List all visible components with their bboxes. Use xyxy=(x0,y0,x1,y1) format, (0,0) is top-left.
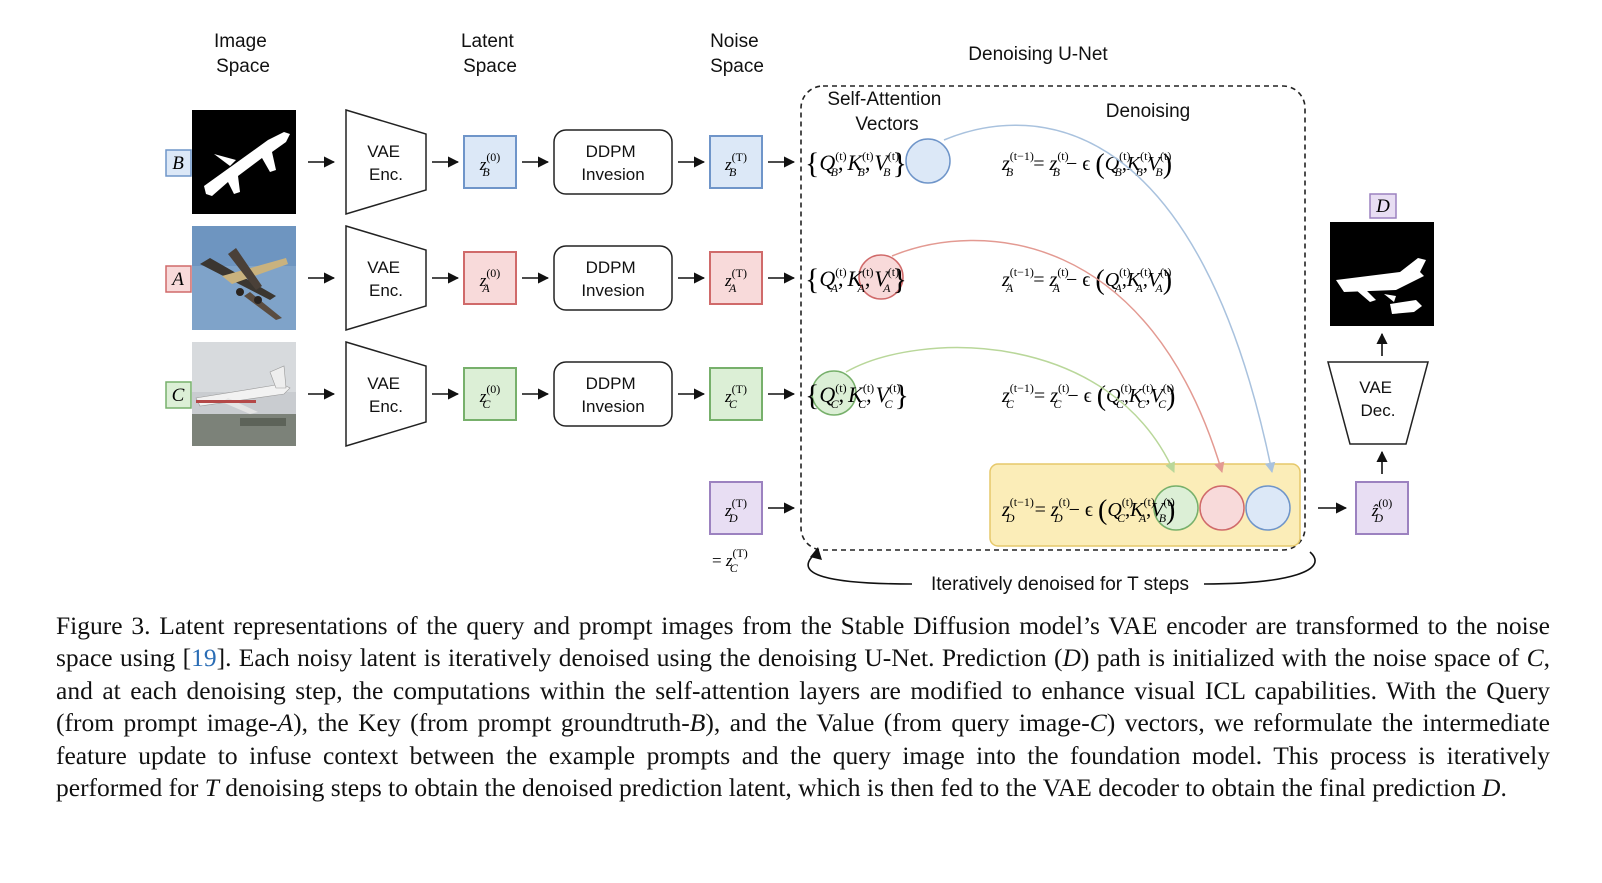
caption-part-1: Figure 3. Latent representations of the … xyxy=(56,611,1550,673)
caption-part-4: , and at each denoising step, the comput… xyxy=(56,643,1550,738)
unet-region xyxy=(800,85,1306,551)
caption-sym-d: D xyxy=(1062,643,1081,673)
vae-enc-c xyxy=(345,340,427,448)
latent-d-hat-label: ẑ(0)D xyxy=(1371,496,1393,525)
ddpm-a-label: DDPM Invesion xyxy=(581,258,644,300)
header-denoising: Denoising xyxy=(1106,101,1191,122)
image-b-plane-mask xyxy=(192,110,296,214)
row-a: A VAE Enc. z(0)A DDPM Invesion z(T)A xyxy=(165,224,1172,332)
ddpm-c-label: DDPM Invesion xyxy=(581,374,644,416)
noise-a xyxy=(709,251,763,305)
caption-part-2: ]. Each noisy latent is iteratively deno… xyxy=(216,643,1063,673)
latent-a xyxy=(463,251,517,305)
row-c: C VAE Enc. z(0)C DDPM Invesion z(T)C xyxy=(165,340,1175,448)
loop-arrow-head xyxy=(810,547,822,560)
figure-caption: Figure 3. Latent representations of the … xyxy=(56,610,1550,804)
citation-link[interactable]: 19 xyxy=(191,643,217,673)
vae-enc-a-label: VAE Enc. xyxy=(367,258,405,300)
label-a-box xyxy=(165,265,192,293)
attention-c: {Q(t)C,K(t)C,V(t)C} xyxy=(805,379,909,412)
header-latent-space: Latent Space xyxy=(461,31,519,77)
loop-label: Iteratively denoised for T steps xyxy=(931,574,1189,595)
header-self-attention: Self-Attention Vectors xyxy=(827,89,946,135)
latent-b-label: z(0)B xyxy=(479,150,501,179)
header-image-space: Image Space xyxy=(214,31,272,77)
caption-sym-d-2: D xyxy=(1482,773,1501,803)
init-note: = z(T)C xyxy=(712,546,748,575)
equation-d: z(t−1)D= z(t)D− ϵ (Q(t)C,K(t)A,V(t)B) xyxy=(1001,495,1175,526)
caption-sym-t: T xyxy=(204,773,219,803)
label-a: A xyxy=(170,269,184,290)
highlight-v-b xyxy=(905,138,951,184)
caption-sym-a: A xyxy=(277,708,294,738)
attention-a: {Q(t)A,K(t)A,V(t)A} xyxy=(805,263,907,296)
attn-arrow-b xyxy=(943,124,1276,474)
highlight-k-a xyxy=(858,254,904,300)
vae-enc-b xyxy=(345,108,427,216)
caption-part-5: ), the Key (from prompt groundtruth- xyxy=(293,708,690,738)
caption-part-6: ), and the Value (from query image- xyxy=(705,708,1090,738)
latent-d-hat xyxy=(1355,481,1409,535)
label-b-box xyxy=(165,149,192,177)
image-d-prediction-mask xyxy=(1330,222,1434,326)
highlight-v-b-final xyxy=(1245,485,1291,531)
ddpm-a xyxy=(553,245,673,311)
attention-b: {Q(t)B,K(t)B,V(t)B} xyxy=(805,147,907,180)
pipeline-diagram: Image Space Latent Space Noise Space Den… xyxy=(165,31,1434,595)
latent-a-label: z(0)A xyxy=(479,266,501,295)
vae-enc-b-label: VAE Enc. xyxy=(367,142,405,184)
attn-arrow-a xyxy=(891,239,1225,474)
noise-b xyxy=(709,135,763,189)
ddpm-b xyxy=(553,129,673,195)
row-b: B VAE Enc. z(0)B DDPM Invesion z(T)B {Q(… xyxy=(165,108,1172,216)
header-unet: Denoising U-Net xyxy=(968,44,1108,65)
row-d: z(T)D = z(T)C z(t−1)D= z(t)D− ϵ (Q(t)C,K… xyxy=(709,463,1409,575)
highlight-q-c-final xyxy=(1153,485,1199,531)
vae-dec-label: VAE Dec. xyxy=(1359,378,1397,420)
equation-a: z(t−1)A= z(t)A− ϵ (Q(t)A,K(t)A,V(t)A) xyxy=(1001,265,1172,296)
noise-a-label: z(T)A xyxy=(724,266,747,295)
noise-d-label: z(T)D xyxy=(724,496,747,525)
label-d-box xyxy=(1369,193,1397,219)
latent-c-label: z(0)C xyxy=(479,382,501,411)
image-c-airliner-ground xyxy=(192,342,296,446)
latent-c xyxy=(463,367,517,421)
equation-b: z(t−1)B= z(t)B− ϵ (Q(t)B,K(t)B,V(t)B) xyxy=(1001,149,1172,180)
ddpm-b-label: DDPM Invesion xyxy=(581,142,644,184)
attn-arrow-c xyxy=(845,346,1175,473)
caption-part-3: ) path is initialized with the noise spa… xyxy=(1080,643,1527,673)
loop-arrow xyxy=(807,551,1316,585)
caption-part-9: . xyxy=(1500,773,1507,803)
ddpm-c xyxy=(553,361,673,427)
vae-enc-a xyxy=(345,224,427,332)
noise-c-label: z(T)C xyxy=(724,382,747,411)
equation-c: z(t−1)C= z(t)C− ϵ (Q(t)C,K(t)C,V(t)C) xyxy=(1001,381,1175,412)
caption-sym-c: C xyxy=(1526,643,1544,673)
image-a-airliner-sky xyxy=(192,226,296,330)
label-c-box xyxy=(165,381,192,409)
caption-sym-b: B xyxy=(689,708,706,738)
label-d: D xyxy=(1375,196,1390,217)
caption-sym-c-2: C xyxy=(1089,708,1107,738)
highlight-k-a-final xyxy=(1199,485,1245,531)
header-noise-space: Noise Space xyxy=(710,31,764,77)
vae-enc-c-label: VAE Enc. xyxy=(367,374,405,416)
caption-part-7: ) vectors, we reformulate the intermedia… xyxy=(56,708,1550,803)
noise-c xyxy=(709,367,763,421)
caption-part-8: denoising steps to obtain the denoised p… xyxy=(218,773,1483,803)
label-b: B xyxy=(172,153,184,174)
vae-dec xyxy=(1327,361,1429,445)
noise-b-label: z(T)B xyxy=(724,150,747,179)
latent-b xyxy=(463,135,517,189)
highlight-q-c xyxy=(811,370,857,416)
noise-d xyxy=(709,481,763,535)
label-c: C xyxy=(172,385,185,406)
